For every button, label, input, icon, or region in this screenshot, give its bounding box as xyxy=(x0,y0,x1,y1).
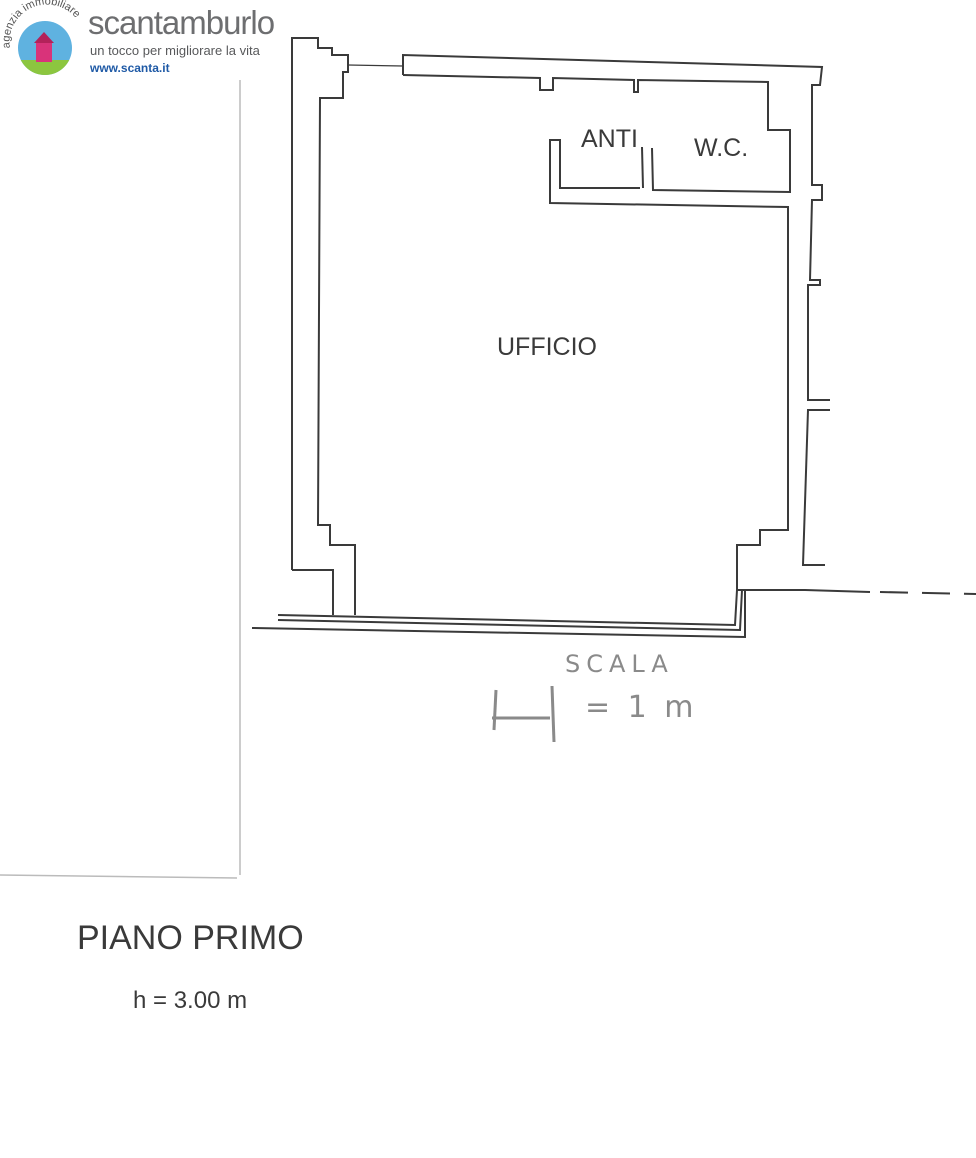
brand-tagline: un tocco per migliorare la vita xyxy=(90,43,260,58)
scale-title: SCALA xyxy=(565,650,674,678)
room-label-office: UFFICIO xyxy=(497,333,597,361)
top-wall xyxy=(402,53,830,566)
scale-value: = 1 m xyxy=(585,690,698,725)
floor-name: PIANO PRIMO xyxy=(77,919,304,957)
bathroom-walls xyxy=(549,139,976,595)
left-wall xyxy=(291,37,404,615)
room-label-wc: W.C. xyxy=(694,134,749,162)
brand-website[interactable]: www.scanta.it xyxy=(90,61,170,75)
scan-page-edge xyxy=(0,80,241,879)
ceiling-height: h = 3.00 m xyxy=(133,987,248,1014)
brand-name: scantamburlo xyxy=(88,4,275,41)
room-label-ante: ANTI xyxy=(581,125,638,153)
scale-bar-icon xyxy=(492,685,556,743)
logo-emblem-icon: agenzia immobiliare xyxy=(0,0,83,75)
bottom-wall xyxy=(251,589,746,639)
